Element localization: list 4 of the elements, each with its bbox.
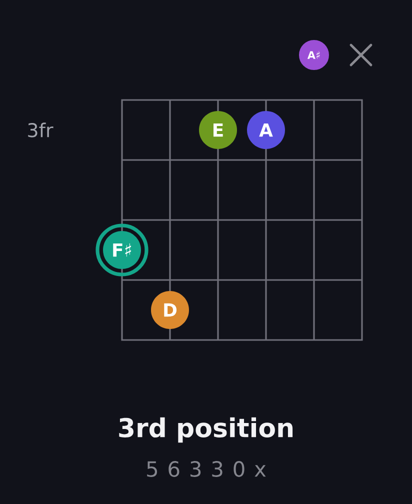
title: 3rd position: [119, 417, 293, 443]
fingering: 5 6 3 3 0 x: [147, 461, 266, 477]
fret-number: 3fr: [28, 122, 54, 138]
note-badge: A♯: [299, 40, 329, 70]
